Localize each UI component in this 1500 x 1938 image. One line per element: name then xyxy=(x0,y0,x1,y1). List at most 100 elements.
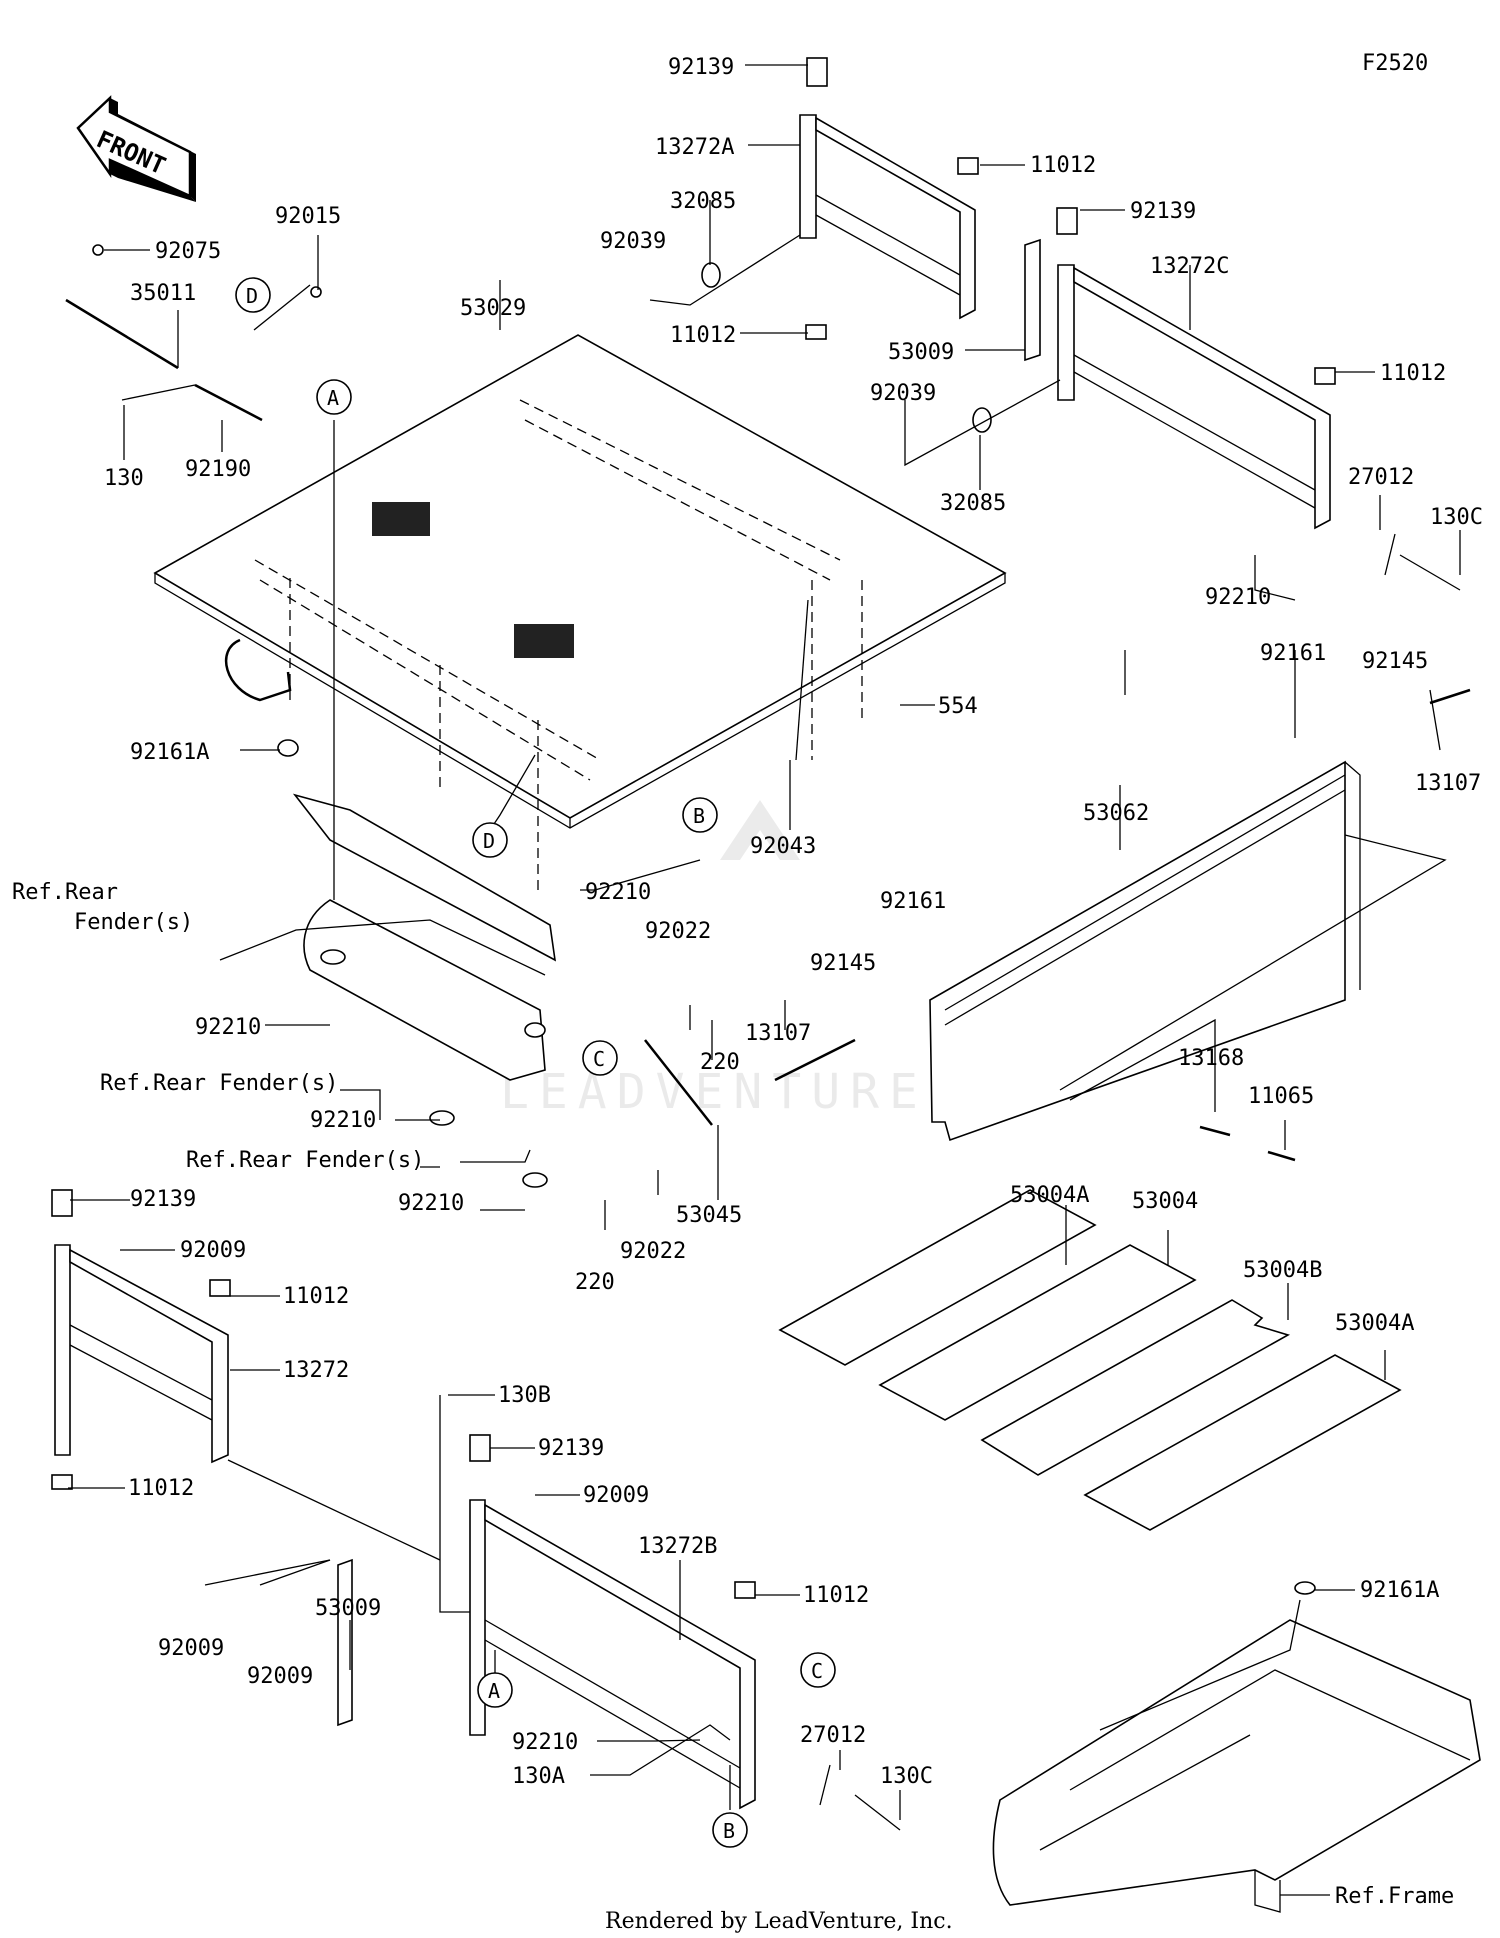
part-label: 130C xyxy=(1430,505,1483,530)
part-label: 92210 xyxy=(512,1730,578,1755)
plug-11012-a xyxy=(957,157,979,175)
part-label: 11012 xyxy=(283,1284,349,1309)
latch-32085-a xyxy=(701,262,721,288)
hook-27012-a xyxy=(1384,533,1396,576)
part-label: 53045 xyxy=(676,1203,742,1228)
mesh-pad-1 xyxy=(372,502,430,536)
latch-32085-b xyxy=(972,407,992,433)
part-label: 53004B xyxy=(1243,1258,1322,1283)
part-label: 92145 xyxy=(810,951,876,976)
part-label: Ref.Frame xyxy=(1335,1884,1454,1909)
part-label: 130A xyxy=(512,1764,565,1789)
part-label: 32085 xyxy=(670,189,736,214)
bolt-130c-a xyxy=(1399,554,1461,591)
part-label: 32085 xyxy=(940,491,1006,516)
part-label: 130C xyxy=(880,1764,933,1789)
svg-text:B: B xyxy=(693,804,705,828)
part-label: 53029 xyxy=(460,296,526,321)
mat-53004 xyxy=(878,1244,1197,1421)
pin-92190 xyxy=(194,383,263,422)
part-labels: 92139 13272A 11012 32085 92039 11012 921… xyxy=(12,55,1483,1909)
part-label: 13272 xyxy=(283,1358,349,1383)
svg-text:D: D xyxy=(246,284,258,308)
part-label: 92210 xyxy=(1205,585,1271,610)
plug-92139-a xyxy=(806,57,828,87)
part-label: 92039 xyxy=(870,381,936,406)
svg-text:A: A xyxy=(327,386,339,410)
lever-35011 xyxy=(65,298,179,370)
frame xyxy=(992,1619,1481,1906)
watermark-text: LEADVENTURE xyxy=(500,1064,928,1120)
part-label: 92022 xyxy=(645,919,711,944)
part-label: 130 xyxy=(104,466,144,491)
plug-11012-f xyxy=(734,1581,756,1599)
strut-53045 xyxy=(644,1039,713,1126)
pin-13168 xyxy=(1199,1125,1231,1137)
part-label: 220 xyxy=(575,1270,615,1295)
part-label: 92039 xyxy=(600,229,666,254)
part-label: 92009 xyxy=(247,1664,313,1689)
part-label: 92009 xyxy=(158,1636,224,1661)
plug-11012-e xyxy=(51,1474,73,1490)
part-label: 92022 xyxy=(620,1239,686,1264)
part-label: Ref.Rear Fender(s) xyxy=(186,1148,424,1173)
part-label: 92015 xyxy=(275,204,341,229)
callout-b-bottom: B xyxy=(712,1812,748,1848)
part-label: 11012 xyxy=(128,1476,194,1501)
plug-92139-d xyxy=(469,1434,491,1462)
mat-53004b xyxy=(980,1299,1291,1476)
part-label: 92043 xyxy=(750,834,816,859)
part-label: 53009 xyxy=(315,1596,381,1621)
part-label: 13272A xyxy=(655,135,734,160)
hook-27012-b xyxy=(819,1764,831,1806)
part-label: 11065 xyxy=(1248,1084,1314,1109)
part-label: 13272C xyxy=(1150,254,1229,279)
plug-11012-b xyxy=(805,324,827,340)
front-arrow-icon: FRONT xyxy=(76,95,196,202)
part-label: 53062 xyxy=(1083,801,1149,826)
part-label: 130B xyxy=(498,1383,551,1408)
part-label: 13107 xyxy=(1415,771,1481,796)
part-label: Ref.Rear Fender(s) xyxy=(100,1071,338,1096)
part-label: 35011 xyxy=(130,281,196,306)
callout-d-bottom: D xyxy=(472,822,508,858)
hinge-53009-b xyxy=(337,1558,353,1727)
part-label: 13168 xyxy=(1178,1046,1244,1071)
callouts: A A B B C C D D xyxy=(235,277,836,1848)
callout-a-top: A xyxy=(316,379,352,415)
part-label: 11012 xyxy=(803,1583,869,1608)
part-label: 92210 xyxy=(398,1191,464,1216)
part-label: 92161A xyxy=(130,740,209,765)
part-label: 92139 xyxy=(538,1436,604,1461)
footer-credit: Rendered by LeadVenture, Inc. xyxy=(605,1909,953,1934)
part-label: 11012 xyxy=(670,323,736,348)
svg-text:A: A xyxy=(488,1679,500,1703)
part-label: 92161 xyxy=(1260,641,1326,666)
bumper-92161a-b xyxy=(1294,1581,1316,1595)
bolt-130c-b xyxy=(854,1794,901,1831)
callout-c-top: C xyxy=(582,1040,618,1076)
part-label: 53004A xyxy=(1010,1183,1089,1208)
svg-text:B: B xyxy=(723,1819,735,1843)
callout-d-top: D xyxy=(235,277,271,313)
part-label: 92210 xyxy=(585,880,651,905)
parts-drawings xyxy=(51,57,1481,1913)
part-label: 92139 xyxy=(1130,199,1196,224)
part-label: 53009 xyxy=(888,340,954,365)
part-label: 13272B xyxy=(638,1534,717,1559)
part-label: 92075 xyxy=(155,239,221,264)
svg-text:C: C xyxy=(593,1047,605,1071)
part-label: 53004A xyxy=(1335,1311,1414,1336)
mat-53004a-2 xyxy=(1083,1354,1402,1531)
leadventure-watermark: LEADVENTURE xyxy=(500,800,928,1120)
plug-92139-c xyxy=(51,1189,73,1217)
pin-11065 xyxy=(1267,1150,1296,1162)
part-label: 11012 xyxy=(1030,153,1096,178)
part-label: 92139 xyxy=(668,55,734,80)
part-label: 27012 xyxy=(800,1723,866,1748)
part-label: 92009 xyxy=(180,1238,246,1263)
pin-13107-b xyxy=(1429,688,1471,705)
part-label: 554 xyxy=(938,694,978,719)
part-label: 92161A xyxy=(1360,1578,1439,1603)
